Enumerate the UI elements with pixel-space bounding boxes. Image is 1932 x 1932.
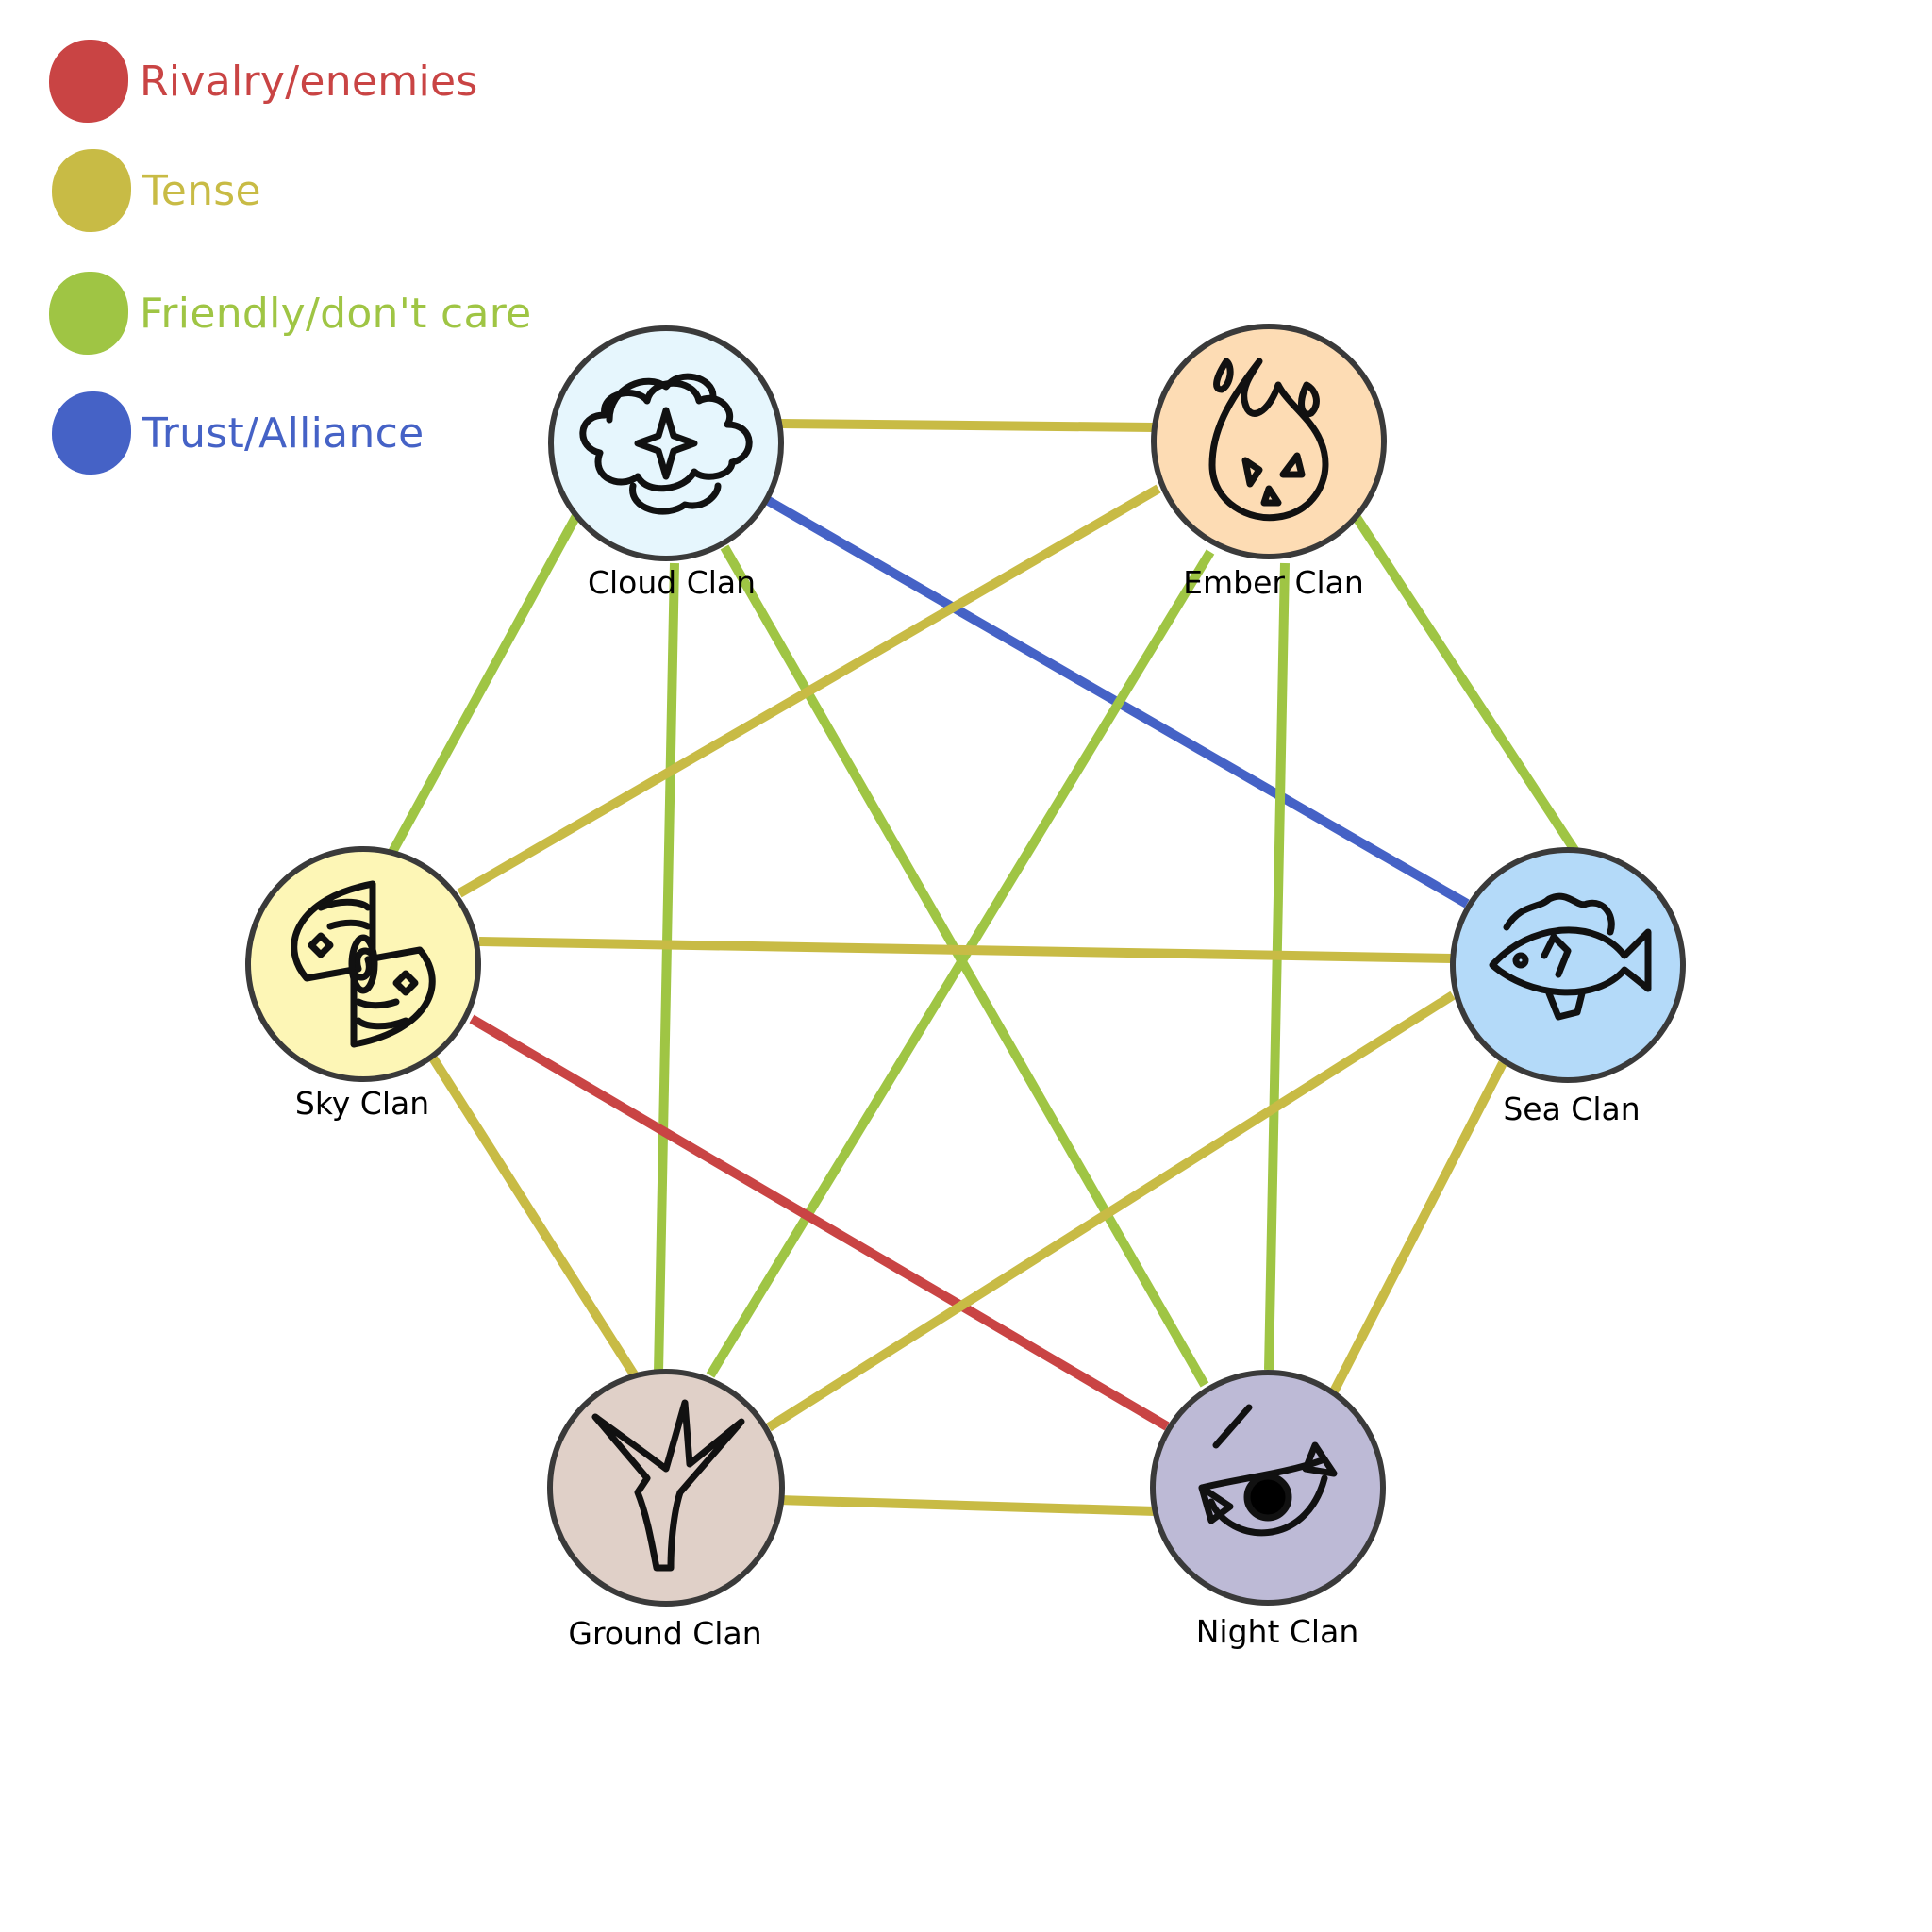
cloud-icon [579, 373, 753, 515]
closed-eye-icon [1198, 1404, 1338, 1537]
relationship-line-ground-night [777, 1495, 1157, 1516]
relationship-line-cloud-ember [778, 419, 1156, 432]
clan-label-ground: Ground Clan [568, 1615, 762, 1652]
clan-node-sea [1450, 847, 1686, 1083]
relationship-line-ember-ground [706, 549, 1215, 1378]
wind-spiral-icon [291, 880, 436, 1048]
legend-label: Trust/Alliance [142, 408, 425, 458]
clan-node-night [1150, 1370, 1386, 1606]
relationship-line-ember-sea [1351, 513, 1583, 858]
relationship-lines [387, 419, 1583, 1516]
tense-color-dot-icon [52, 149, 131, 232]
relationship-line-ember-sky [457, 484, 1161, 898]
clan-emblem-circle [245, 846, 481, 1082]
legend-item-friendly: Friendly/don't care [49, 272, 532, 355]
relationship-line-sky-ground [427, 1054, 639, 1377]
clan-label-cloud: Cloud Clan [587, 564, 757, 601]
clan-label-ember: Ember Clan [1183, 564, 1364, 601]
relationship-line-sea-night [1328, 1060, 1507, 1396]
legend-item-tense: Tense [52, 149, 261, 232]
legend-label: Rivalry/enemies [140, 57, 478, 106]
friendly-color-dot-icon [49, 272, 128, 355]
relationship-line-sky-sea [478, 937, 1454, 963]
clan-label-sea: Sea Clan [1503, 1091, 1641, 1127]
clan-emblem-circle [1450, 847, 1686, 1083]
clan-nodes [245, 324, 1686, 1607]
relationship-line-cloud-sky [387, 509, 583, 857]
relationship-line-cloud-night [720, 544, 1209, 1388]
fish-icon [1489, 892, 1652, 1021]
relationship-line-cloud-ground [654, 562, 679, 1374]
relationship-line-sky-night [469, 1014, 1170, 1431]
flame-icon [1208, 358, 1329, 522]
legend-label: Friendly/don't care [140, 289, 532, 338]
clan-node-ember [1151, 324, 1387, 559]
relationship-line-sea-ground [766, 991, 1456, 1432]
clan-node-ground [547, 1369, 785, 1607]
rivalry-color-dot-icon [49, 40, 128, 123]
legend-item-rivalry: Rivalry/enemies [49, 40, 478, 123]
clan-node-sky [245, 846, 481, 1082]
clan-node-cloud [548, 325, 784, 561]
root-footprint-icon [591, 1399, 745, 1572]
clan-emblem-circle [1151, 324, 1387, 559]
trust-color-dot-icon [52, 391, 131, 475]
relationship-line-ember-night [1264, 562, 1290, 1371]
clan-label-night: Night Clan [1195, 1613, 1359, 1650]
clan-emblem-circle [548, 325, 784, 561]
legend-label: Tense [142, 166, 261, 215]
clan-label-sky: Sky Clan [294, 1085, 430, 1122]
legend-item-trust: Trust/Alliance [52, 391, 424, 475]
